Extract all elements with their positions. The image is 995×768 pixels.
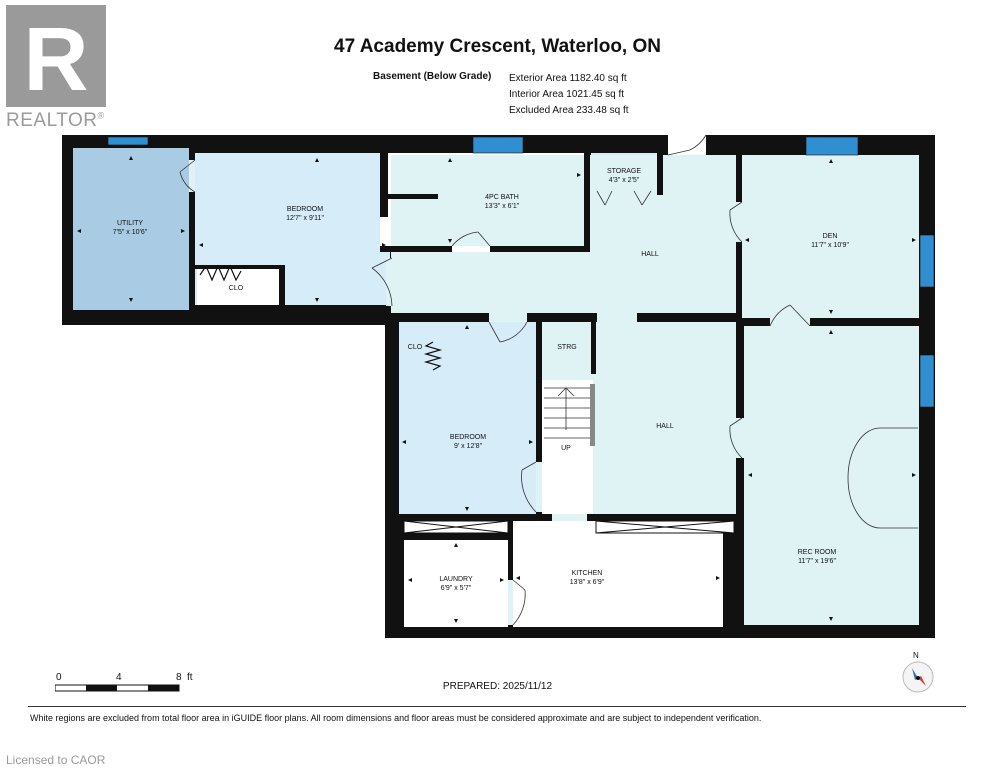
exterior-area: Exterior Area 1182.40 sq ft [509,73,627,84]
room-closet-1: CLO [228,285,244,292]
room-utility: UTILITY 7'5" x 10'6" [112,220,148,236]
stair-up-label: UP [561,445,571,452]
room-strg: STRG [557,344,577,351]
scale-eight: 8 [176,672,182,683]
scale-four: 4 [116,672,122,683]
room-laundry: LAUNDRY 6'9" x 5'7" [439,576,473,592]
scale-bar [55,684,180,692]
room-bath: 4PC BATH 13'3" x 6'1" [484,194,520,210]
hall1-fill [391,155,737,313]
level-label: Basement (Below Grade) [373,71,492,82]
kitchen-fill [513,520,723,627]
area-summary: Exterior Area 1182.40 sq ft Interior Are… [509,71,629,119]
interior-area: Interior Area 1021.45 sq ft [509,89,625,100]
laundry-fill [404,540,508,627]
door-swings [179,134,811,626]
north-compass-icon: N [902,651,934,693]
room-kitchen: KITCHEN 13'8" x 6'9" [569,570,605,586]
room-bedroom-2: BEDROOM 9' x 12'8" [449,434,487,450]
room-closet-2: CLO [407,344,423,351]
windows [107,136,935,408]
license-note: Licensed to CAOR [6,753,106,767]
realtor-wordmark: REALTOR® [6,110,105,131]
den-fill [741,155,919,318]
scale-zero: 0 [56,672,62,683]
cabinets [403,520,735,534]
page-title: 47 Academy Crescent, Waterloo, ON [334,36,661,57]
excluded-area: Excluded Area 233.48 sq ft [509,105,629,116]
door-openings [189,135,810,625]
room-hall-2: HALL [656,423,674,430]
stairway [544,384,595,446]
scale-labels: 0 4 8 ft [56,672,216,686]
closet-rods [199,264,443,371]
room-bedroom-1: BEDROOM 12'7" x 9'11" [286,206,324,222]
svg-text:R: R [24,10,89,107]
stair-fill [541,380,593,514]
realtor-logo: R [6,5,106,107]
room-fills [73,148,919,627]
bedroom2-fill [399,320,537,515]
prepared-date: PREPARED: 2025/11/12 [442,681,553,692]
footer-divider [28,706,966,707]
room-den: DEN 11'7" x 10'9" [811,233,849,249]
room-rec: REC ROOM 11'7" x 19'6" [797,549,837,565]
utility-fill [73,148,189,310]
clo1-fill [197,267,279,305]
room-storage: STORAGE 4'3" x 2'5" [606,168,642,184]
room-hall-1: HALL [641,251,659,258]
svg-text:N: N [913,651,919,660]
disclaimer: White regions are excluded from total fl… [30,713,762,723]
rec-fill [744,326,919,625]
scale-unit: ft [187,672,193,683]
rec-room-curve [847,427,918,529]
